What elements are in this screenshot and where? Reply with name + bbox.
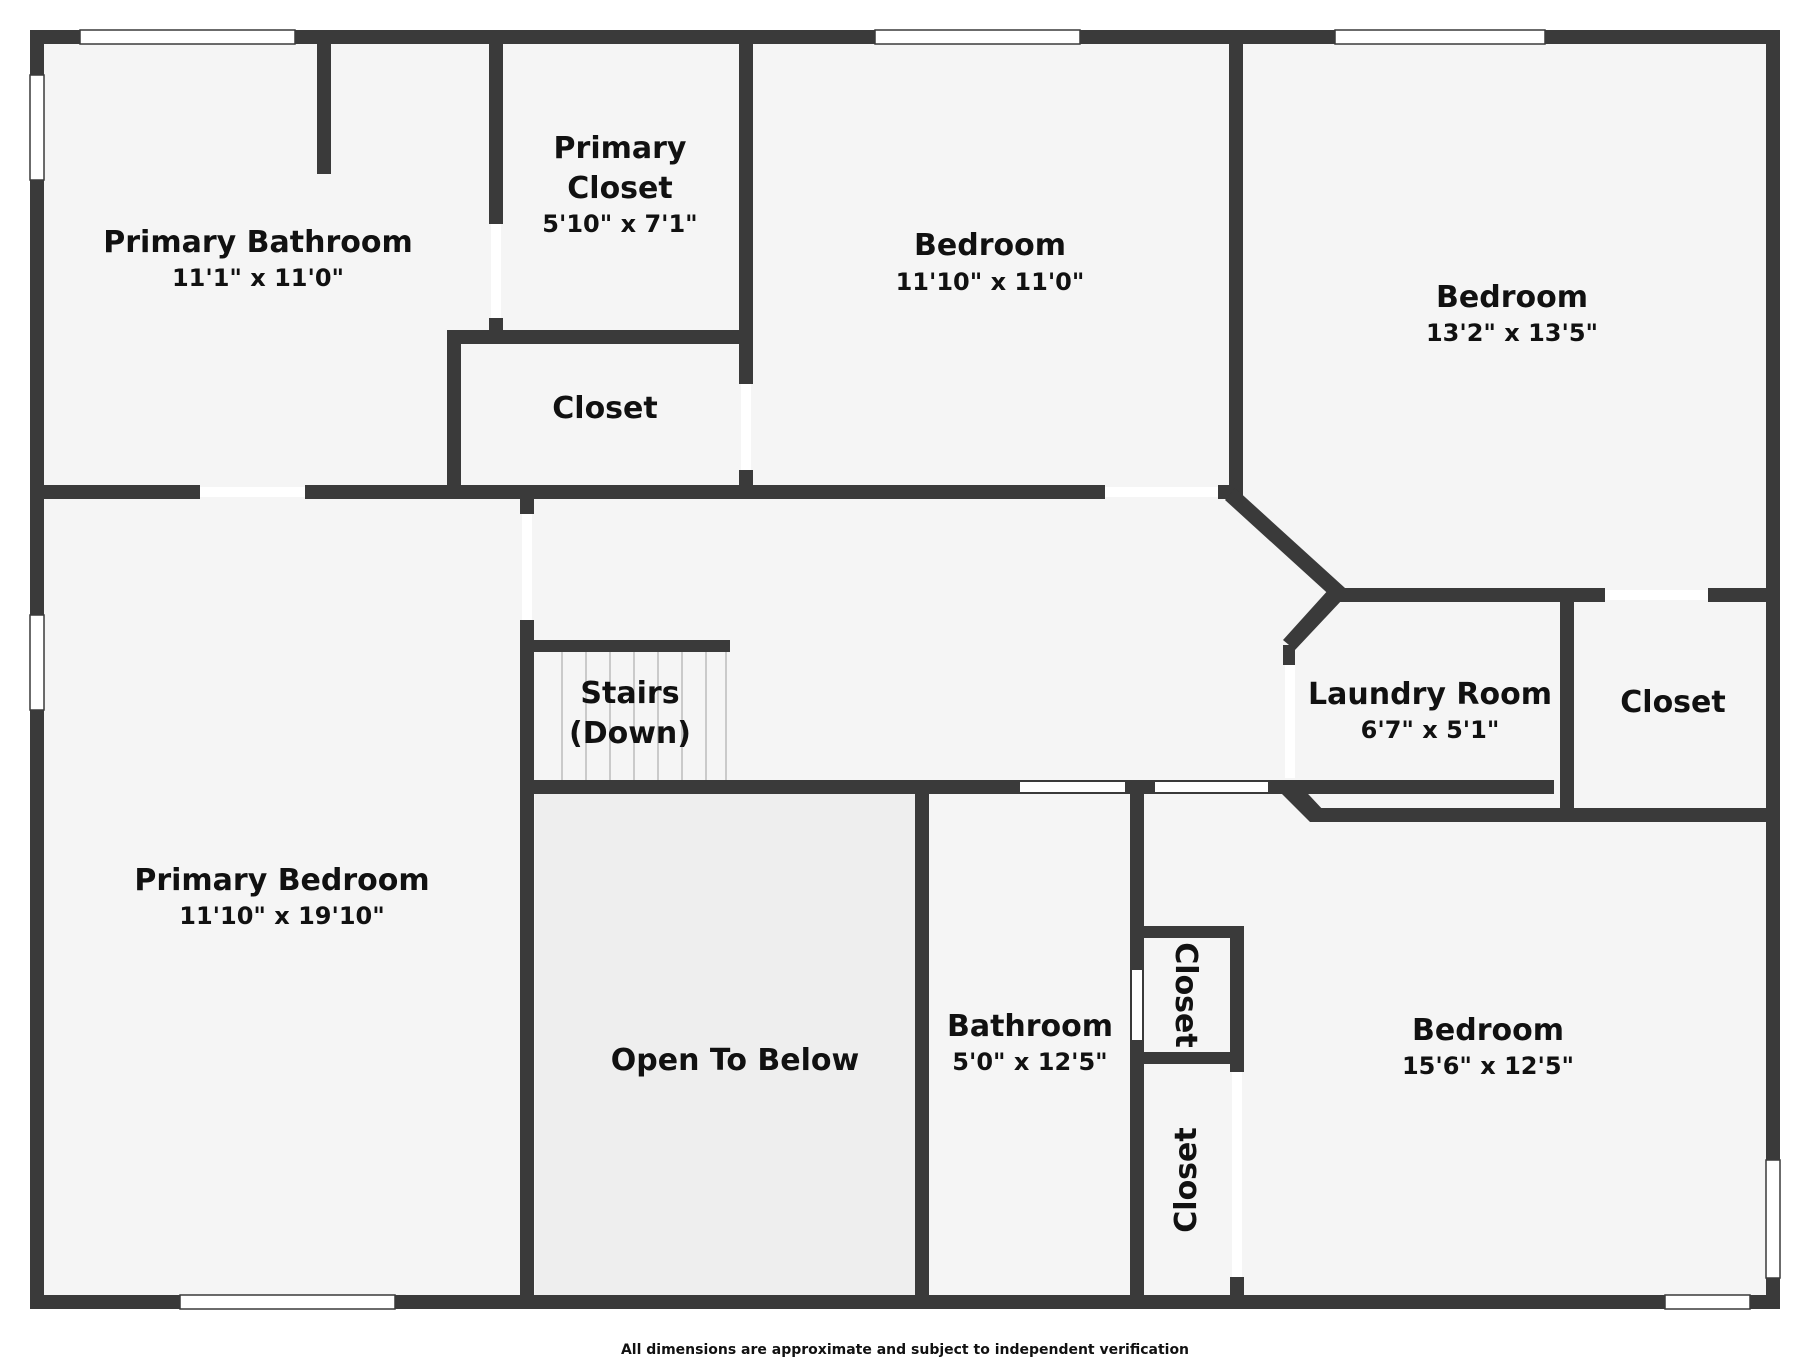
dims-primary-bedroom: 11'10" x 19'10" bbox=[179, 902, 385, 930]
dims-primary-closet: 5'10" x 7'1" bbox=[542, 210, 697, 238]
label-primary-closet-line2: Closet bbox=[567, 171, 672, 206]
label-primary-bedroom: Primary Bedroom bbox=[134, 863, 429, 898]
door-openings bbox=[200, 224, 1708, 1277]
disclaimer-text: All dimensions are approximate and subje… bbox=[620, 1342, 1190, 1358]
windows bbox=[29, 29, 1781, 1310]
dims-bathroom: 5'0" x 12'5" bbox=[952, 1048, 1107, 1076]
stair-treads bbox=[561, 652, 727, 780]
label-closet-small-lower: Closet bbox=[1169, 1127, 1204, 1232]
label-bathroom: Bathroom bbox=[947, 1009, 1113, 1044]
dims-bedroom-bottom-right: 15'6" x 12'5" bbox=[1402, 1052, 1574, 1080]
walls bbox=[30, 30, 1780, 1309]
dims-bedroom-top-mid: 11'10" x 11'0" bbox=[896, 268, 1085, 296]
label-bedroom-top-mid: Bedroom bbox=[914, 228, 1066, 263]
label-bedroom-bottom-right: Bedroom bbox=[1412, 1013, 1564, 1048]
label-primary-bathroom: Primary Bathroom bbox=[103, 225, 412, 260]
label-primary-closet-line1: Primary bbox=[554, 131, 687, 166]
label-laundry-room: Laundry Room bbox=[1308, 677, 1552, 712]
label-bedroom-top-right: Bedroom bbox=[1436, 280, 1588, 315]
open-to-below-area bbox=[535, 790, 920, 1300]
dims-bedroom-top-right: 13'2" x 13'5" bbox=[1426, 319, 1598, 347]
label-closet-mid: Closet bbox=[552, 391, 657, 426]
label-closet-right: Closet bbox=[1620, 685, 1725, 720]
floor-fills bbox=[30, 30, 1780, 1308]
room-labels: Primary Bathroom 11'1" x 11'0" Primary C… bbox=[103, 131, 1725, 1233]
dims-primary-bathroom: 11'1" x 11'0" bbox=[172, 264, 344, 292]
label-stairs-line2: (Down) bbox=[569, 716, 691, 751]
label-open-to-below: Open To Below bbox=[611, 1043, 859, 1078]
label-stairs-line1: Stairs bbox=[580, 676, 679, 711]
dims-laundry-room: 6'7" x 5'1" bbox=[1361, 716, 1500, 744]
label-closet-small-upper: Closet bbox=[1168, 942, 1203, 1047]
